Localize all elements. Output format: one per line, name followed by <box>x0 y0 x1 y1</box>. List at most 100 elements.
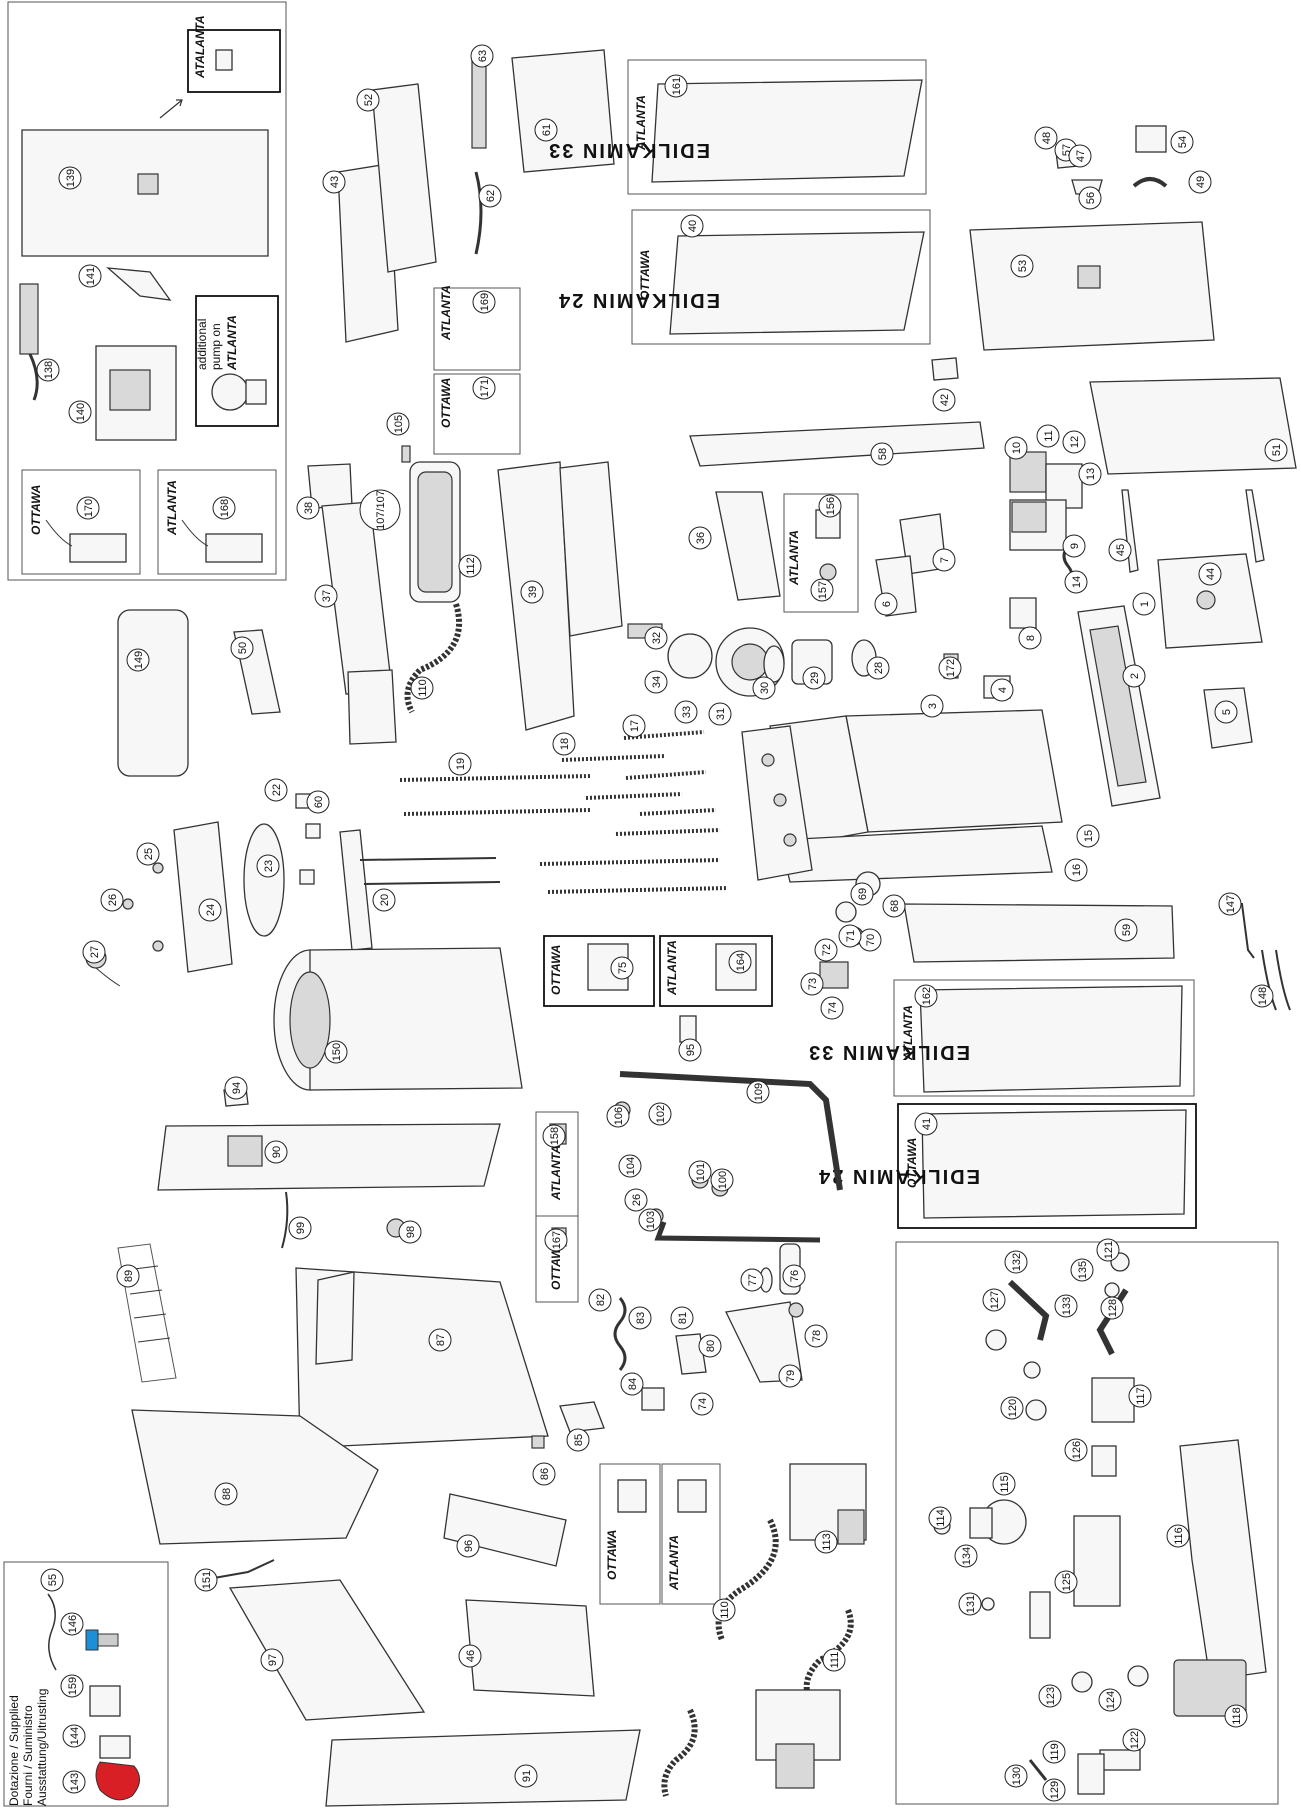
body-3 <box>769 709 1063 883</box>
frame-ottawa-75-top: OTTAWA <box>543 935 655 1007</box>
grille-46 <box>465 1599 595 1697</box>
callout-number: 101 <box>695 1163 707 1181</box>
callout-number: 128 <box>1107 1299 1119 1317</box>
frame-atlanta-169: ATLANTA <box>433 285 521 371</box>
svg-text:OTTAWA: OTTAWA <box>638 250 652 300</box>
callout-71: 71 <box>838 924 862 948</box>
callout-84: 84 <box>620 1372 644 1396</box>
callout-number: 99 <box>295 1222 307 1234</box>
callout-number: 26 <box>631 1194 643 1206</box>
callout-number: 111 <box>829 1652 841 1669</box>
callout-133: 133 <box>1054 1294 1078 1318</box>
flange-84 <box>641 1387 665 1411</box>
callout-74: 74 <box>820 996 844 1020</box>
supplied-line-3: Ausstattung/Uitrusting <box>35 1689 49 1806</box>
callout-118: 118 <box>1224 1704 1248 1728</box>
callout-77: 77 <box>740 1268 764 1292</box>
callout-161: 161 <box>664 74 688 98</box>
callout-number: 30 <box>759 682 771 694</box>
callout-number: 150 <box>331 1043 343 1061</box>
callout-number: 106 <box>613 1107 625 1125</box>
gasket-23 <box>243 823 285 937</box>
ignitor-168 <box>181 519 263 563</box>
callout-98: 98 <box>398 1220 422 1244</box>
callout-49: 49 <box>1188 170 1212 194</box>
callout-33: 33 <box>674 700 698 724</box>
callout-107_107: 107/107 <box>359 489 401 531</box>
callout-number: 170 <box>83 499 95 517</box>
callout-number: 19 <box>455 758 467 770</box>
frame-atalanta-156: ATALANTA <box>187 15 281 93</box>
callout-number: 12 <box>1069 436 1081 448</box>
callout-number: 18 <box>559 738 571 750</box>
label-atalanta-alt: ATALANTA <box>193 15 207 79</box>
callout-102: 102 <box>648 1102 672 1126</box>
callout-159: 159 <box>60 1674 84 1698</box>
plate-40: EDILKAMIN 24 <box>557 231 925 335</box>
baffle-front <box>741 725 813 881</box>
cable-62 <box>474 171 483 255</box>
glass-51 <box>1089 377 1297 475</box>
callout-number: 85 <box>573 1434 585 1446</box>
callout-126: 126 <box>1064 1438 1088 1462</box>
callout-number: 97 <box>267 1654 279 1666</box>
callout-number: 61 <box>541 124 553 136</box>
hydraulic-parts <box>933 1252 1267 1795</box>
flange-24 <box>173 821 233 973</box>
callout-148: 148 <box>1250 984 1274 1008</box>
callout-104: 104 <box>618 1154 642 1178</box>
callout-144: 144 <box>62 1724 86 1748</box>
supplied-line-1: Dotazione / Supplied <box>7 1695 21 1806</box>
plate-85 <box>559 1401 605 1433</box>
callout-130: 130 <box>1004 1764 1028 1788</box>
callout-5: 5 <box>1214 700 1238 724</box>
callout-116: 116 <box>1166 1524 1190 1548</box>
callout-number: 29 <box>809 672 821 684</box>
control-board-138 <box>19 283 39 401</box>
callout-91: 91 <box>514 1764 538 1788</box>
panel-90 <box>157 1123 501 1191</box>
callout-69: 69 <box>850 882 874 906</box>
callout-number: 24 <box>205 904 217 916</box>
callout-number: 90 <box>271 1146 283 1158</box>
callout-number: 56 <box>1085 192 1097 204</box>
callout-111: 111 <box>822 1648 846 1672</box>
valve-113 <box>789 1463 867 1545</box>
side-rail-59 <box>903 903 1175 963</box>
callout-number: 42 <box>939 394 951 406</box>
callout-number: 125 <box>1061 1573 1073 1591</box>
callout-number: 112 <box>465 557 477 575</box>
callout-94: 94 <box>224 1076 248 1100</box>
callout-172: 172 <box>938 656 962 680</box>
callout-42: 42 <box>932 388 956 412</box>
callout-168: 168 <box>212 496 236 520</box>
callout-number: 172 <box>945 659 957 677</box>
callout-number: 122 <box>1129 1731 1141 1749</box>
motor-79 <box>725 1301 804 1383</box>
callout-number: 53 <box>1017 260 1029 272</box>
part-159 <box>89 1685 121 1717</box>
callout-number: 47 <box>1075 150 1087 162</box>
callout-47: 47 <box>1068 144 1092 168</box>
svg-text:OTTAWA: OTTAWA <box>549 1240 563 1290</box>
callout-number: 48 <box>1041 132 1053 144</box>
callout-90: 90 <box>264 1140 288 1164</box>
glove-143 <box>95 1761 140 1801</box>
callout-number: 164 <box>735 953 747 971</box>
callout-number: 116 <box>1173 1527 1185 1545</box>
callout-number: 120 <box>1007 1399 1019 1417</box>
supplied-line-2: Fourni / Suministro <box>21 1705 35 1806</box>
callout-109: 109 <box>746 1080 770 1104</box>
supplied-items <box>47 1593 140 1801</box>
callout-17: 17 <box>622 714 646 738</box>
callout-135: 135 <box>1070 1258 1094 1282</box>
handle-49 <box>1132 177 1168 188</box>
pipe-109 <box>619 1071 843 1191</box>
callout-number: 55 <box>47 1574 59 1586</box>
callout-number: 22 <box>271 784 283 796</box>
callout-97: 97 <box>260 1648 284 1672</box>
top-plate-61 <box>511 49 615 173</box>
